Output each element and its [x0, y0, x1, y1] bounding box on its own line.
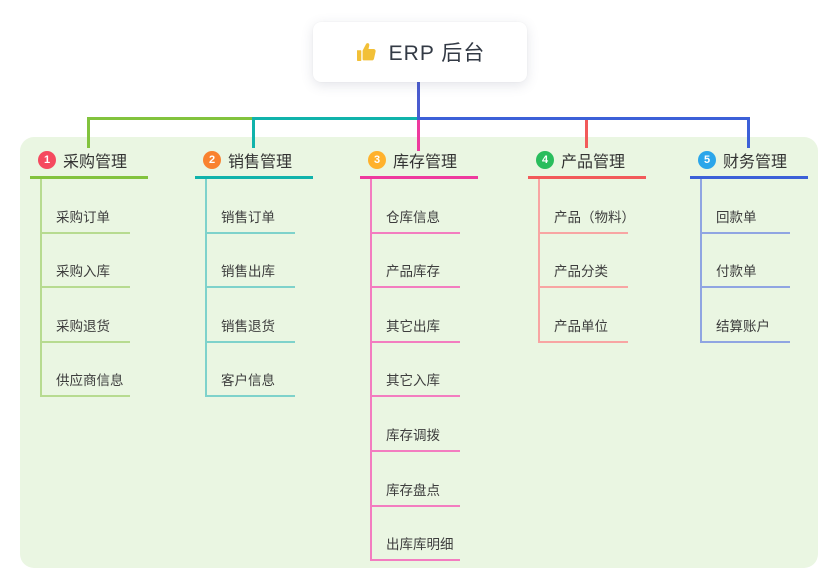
child-node[interactable]: 供应商信息	[42, 343, 130, 398]
child-node-label: 销售订单	[221, 209, 275, 225]
branch-5: 5 财务管理回款单付款单结算账户	[690, 146, 808, 343]
child-node-label: 采购入库	[56, 264, 110, 280]
branch-5-title[interactable]: 5 财务管理	[690, 146, 808, 173]
child-node-label: 其它出库	[386, 318, 440, 334]
child-node[interactable]: 客户信息	[207, 343, 295, 398]
child-node-label: 回款单	[716, 209, 757, 225]
child-node-label: 库存调拨	[386, 427, 440, 443]
branch-3-underline	[360, 176, 478, 179]
child-node-label: 产品分类	[554, 264, 608, 280]
branch-5-label: 财务管理	[723, 153, 788, 171]
child-node[interactable]: 其它入库	[372, 343, 460, 398]
child-node-label: 采购订单	[56, 209, 110, 225]
child-node[interactable]: 产品分类	[540, 234, 628, 289]
branch-1-number-badge: 1	[38, 150, 56, 169]
connector-horizontal-left	[86, 117, 253, 120]
child-node[interactable]: 采购入库	[42, 234, 130, 289]
branch-5-children: 回款单付款单结算账户	[700, 179, 790, 343]
connector-horizontal-right	[416, 117, 748, 120]
branch-2-title[interactable]: 2 销售管理	[195, 146, 313, 173]
child-node-label: 供应商信息	[56, 373, 124, 389]
connector-drop-branch-1	[86, 117, 90, 148]
thumbs-up-icon	[355, 40, 379, 64]
branch-4: 4 产品管理产品（物料） 产品分类产品单位	[528, 146, 646, 343]
child-node[interactable]: 结算账户	[702, 288, 790, 343]
child-node[interactable]: 付款单	[702, 234, 790, 289]
connector-drop-branch-3	[416, 120, 420, 151]
branch-2-number-badge: 2	[203, 150, 221, 169]
branch-5-underline	[690, 176, 808, 179]
branch-3-children: 仓库信息产品库存其它出库其它入库库存调拨库存盘点出库库明细	[370, 179, 460, 562]
branch-1: 1 采购管理采购订单采购入库采购退货供应商信息	[30, 146, 148, 398]
child-node[interactable]: 库存调拨	[372, 397, 460, 452]
root-label: ERP 后台	[388, 42, 486, 65]
child-node[interactable]: 其它出库	[372, 288, 460, 343]
child-node[interactable]: 销售出库	[207, 234, 295, 289]
branch-1-title[interactable]: 1 采购管理	[30, 146, 148, 173]
connector-horizontal-mid	[251, 117, 418, 120]
branch-2-underline	[195, 176, 313, 179]
child-node[interactable]: 仓库信息	[372, 179, 460, 234]
child-node[interactable]: 产品单位	[540, 288, 628, 343]
child-node-label: 销售出库	[221, 264, 275, 280]
child-node[interactable]: 回款单	[702, 179, 790, 234]
connector-drop-branch-4	[584, 117, 588, 148]
child-node-label: 库存盘点	[386, 482, 440, 498]
connector-root-stem	[416, 82, 420, 120]
branch-4-number-badge: 4	[536, 150, 554, 169]
branch-3-label: 库存管理	[393, 153, 458, 171]
branch-5-number-badge: 5	[698, 150, 716, 169]
child-node-label: 出库库明细	[386, 537, 454, 553]
root-node[interactable]: ERP 后台	[313, 22, 527, 82]
branch-4-title[interactable]: 4 产品管理	[528, 146, 646, 173]
child-node-label: 产品（物料）	[554, 209, 635, 225]
child-node-label: 结算账户	[716, 318, 770, 334]
branch-2: 2 销售管理销售订单销售出库销售退货客户信息	[195, 146, 313, 398]
branch-1-children: 采购订单采购入库采购退货供应商信息	[40, 179, 130, 398]
child-node[interactable]: 库存盘点	[372, 452, 460, 507]
child-node-label: 产品库存	[386, 264, 440, 280]
branches-panel	[20, 137, 818, 568]
child-node[interactable]: 产品（物料）	[540, 179, 635, 234]
child-node[interactable]: 出库库明细	[372, 507, 460, 562]
connector-drop-branch-5	[746, 117, 750, 148]
branch-4-label: 产品管理	[561, 153, 626, 171]
branch-1-underline	[30, 176, 148, 179]
child-node-label: 采购退货	[56, 318, 110, 334]
child-node-label: 仓库信息	[386, 209, 440, 225]
child-node[interactable]: 销售订单	[207, 179, 295, 234]
branch-4-underline	[528, 176, 646, 179]
child-node-label: 付款单	[716, 264, 757, 280]
branch-3-title[interactable]: 3 库存管理	[360, 146, 478, 173]
branch-2-label: 销售管理	[228, 153, 293, 171]
connector-drop-branch-2	[251, 117, 255, 148]
child-node-label: 客户信息	[221, 373, 275, 389]
child-node-label: 销售退货	[221, 318, 275, 334]
branch-3: 3 库存管理仓库信息产品库存其它出库其它入库库存调拨库存盘点出库库明细	[360, 146, 478, 562]
child-node[interactable]: 采购订单	[42, 179, 130, 234]
branch-3-number-badge: 3	[368, 150, 386, 169]
branch-4-children: 产品（物料） 产品分类产品单位	[538, 179, 635, 343]
branch-1-label: 采购管理	[63, 153, 128, 171]
child-node[interactable]: 销售退货	[207, 288, 295, 343]
child-node[interactable]: 采购退货	[42, 288, 130, 343]
child-node-label: 产品单位	[554, 318, 608, 334]
child-node-label: 其它入库	[386, 373, 440, 389]
child-node[interactable]: 产品库存	[372, 234, 460, 289]
branch-2-children: 销售订单销售出库销售退货客户信息	[205, 179, 295, 398]
